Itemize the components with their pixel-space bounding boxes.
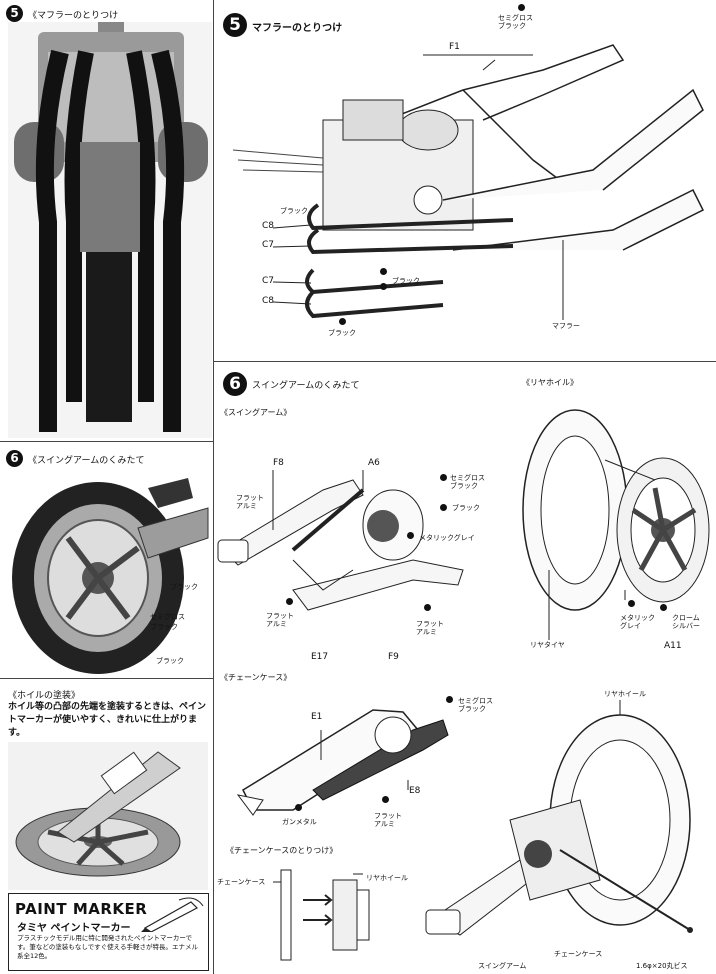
right-divider-1 xyxy=(213,361,716,362)
step5-label-c7-top: C7 xyxy=(262,240,275,250)
swingarm-label-flat-alu-right: フラット アルミ xyxy=(416,620,444,636)
chain-case-dot-gunmetal xyxy=(295,804,302,811)
step5-dot-semigloss xyxy=(518,4,525,11)
chain-case-mount-title: 《チェーンケースのとりつけ》 xyxy=(226,846,338,855)
paint-marker-box: PAINT MARKER タミヤ ペイントマーカー プラスチックモデル用に特に開… xyxy=(8,893,209,971)
chain-case-label-gunmetal: ガンメタル xyxy=(282,818,317,826)
chain-case-mount-diagram xyxy=(273,869,370,961)
step5-dot-black-b xyxy=(380,268,387,275)
swingarm-label-black: ブラック xyxy=(452,504,480,512)
rear-wheel-label-metallic: メタリック グレイ xyxy=(620,614,655,630)
swingarm-dot-black xyxy=(440,504,447,511)
left-step6-badge: 6 xyxy=(6,450,23,467)
chain-case-label-semigloss: セミグロス ブラック xyxy=(458,697,493,713)
paint-marker-title: PAINT MARKER xyxy=(15,900,148,918)
swingarm-label-flat-alu-left: フラット アルミ xyxy=(236,494,264,510)
column-divider xyxy=(213,0,214,974)
swingarm-label-flat-alu-bottom: フラット アルミ xyxy=(266,612,294,628)
step6-title: スイングアームのくみたて xyxy=(252,381,360,391)
step5-exploded-diagram xyxy=(232,44,705,320)
chain-case-dot-flat-alu xyxy=(382,796,389,803)
mount-label-rear-wheel-right: リヤホイール xyxy=(604,690,646,698)
chain-case-label-e1: E1 xyxy=(311,712,323,722)
swingarm-photo xyxy=(8,468,213,676)
mount-label-swingarm: スイングアーム xyxy=(478,962,527,970)
left-divider-1 xyxy=(0,441,213,442)
chain-case-label-flat-alu: フラット アルミ xyxy=(374,812,402,828)
swingarm-label-metallic-grey: メタリックグレイ xyxy=(419,534,475,542)
paint-marker-pen-icon xyxy=(141,897,204,932)
swingarm-label-a6: A6 xyxy=(368,458,380,468)
step5-dot-black-b2 xyxy=(380,283,387,290)
rear-wheel-dot-metallic xyxy=(628,600,635,607)
mount-label-chain-case-bottom: チェーンケース xyxy=(554,950,603,958)
muffler-photo xyxy=(8,22,212,438)
final-assembly-diagram xyxy=(425,700,693,936)
swingarm-dot-flat-alu-bottom xyxy=(286,598,293,605)
left-step5-badge: 5 xyxy=(6,5,23,22)
left-label-semigloss: セミグロス ブラック xyxy=(150,613,185,631)
step5-title: マフラーのとりつけ xyxy=(252,23,343,34)
step5-label-f1: F1 xyxy=(449,42,460,52)
swingarm-label-f8: F8 xyxy=(273,458,284,468)
wheel-paint-photo xyxy=(8,742,208,890)
swingarm-title: 《スイングアーム》 xyxy=(220,408,292,417)
rear-wheel-diagram xyxy=(522,409,710,640)
rear-wheel-label-chrome: クローム シルバー xyxy=(672,614,700,630)
wheel-note-title: 《ホイルの塗装》 xyxy=(8,691,81,701)
swingarm-photo-illustration xyxy=(12,478,209,674)
step5-label-c8-top: C8 xyxy=(262,221,275,231)
mount-label-screw: 1.6φ×20丸ビス xyxy=(636,962,688,970)
chain-case-diagram xyxy=(236,709,449,816)
mount-label-chain-case-left: チェーンケース xyxy=(217,878,266,886)
paint-marker-body: プラスチックモデル用に特に開発されたペイントマーカーです。筆などの塗装もなしです… xyxy=(17,934,198,960)
swingarm-dot-flat-alu-right xyxy=(424,604,431,611)
left-label-black1: ブラック xyxy=(170,583,198,591)
left-step6-title: 《スイングアームのくみたて xyxy=(28,456,145,466)
step5-badge: 5 xyxy=(223,13,247,37)
step5-label-c8-bottom: C8 xyxy=(262,296,275,306)
swingarm-dot-metallic xyxy=(407,532,414,539)
step5-label-black-b: ブラック xyxy=(392,277,420,285)
wheel-note-body: ホイル等の凸部の先端を塗装するときは、ペイントマーカーが使いやすく、きれいに仕上… xyxy=(8,702,207,738)
rear-wheel-label-tire: リヤタイヤ xyxy=(530,641,565,649)
left-label-black2: ブラック xyxy=(156,657,184,665)
chain-case-label-e8: E8 xyxy=(409,786,421,796)
step6-badge: 6 xyxy=(223,372,247,396)
step5-label-black-a: ブラック xyxy=(280,207,308,215)
wheel-paint-illustration xyxy=(15,751,181,877)
swingarm-label-f9: F9 xyxy=(388,652,399,662)
rear-wheel-dot-chrome xyxy=(660,604,667,611)
step5-dot-black-c xyxy=(339,318,346,325)
paint-marker-subtitle: タミヤ ペイントマーカー xyxy=(17,923,131,934)
rear-wheel-title: 《リヤホイル》 xyxy=(522,378,578,387)
chain-case-dot-semigloss xyxy=(446,696,453,703)
swingarm-label-e17: E17 xyxy=(311,652,329,662)
step5-label-black-c: ブラック xyxy=(328,329,356,337)
chain-case-title: 《チェーンケース》 xyxy=(220,673,292,682)
left-divider-2 xyxy=(0,678,213,679)
swingarm-label-semigloss: セミグロス ブラック xyxy=(450,474,485,490)
left-step5-title: 《マフラーのとりつけ xyxy=(28,11,119,21)
muffler-photo-illustration xyxy=(14,22,208,432)
step5-label-c7-bottom: C7 xyxy=(262,276,275,286)
swingarm-diagram xyxy=(217,470,464,611)
swingarm-dot-semigloss xyxy=(440,474,447,481)
step5-label-muffler: マフラー xyxy=(552,322,580,330)
rear-wheel-label-a11: A11 xyxy=(664,641,682,651)
mount-label-rear-wheel-left: リヤホイール xyxy=(366,874,408,882)
step5-label-semigloss: セミグロス ブラック xyxy=(498,14,533,30)
